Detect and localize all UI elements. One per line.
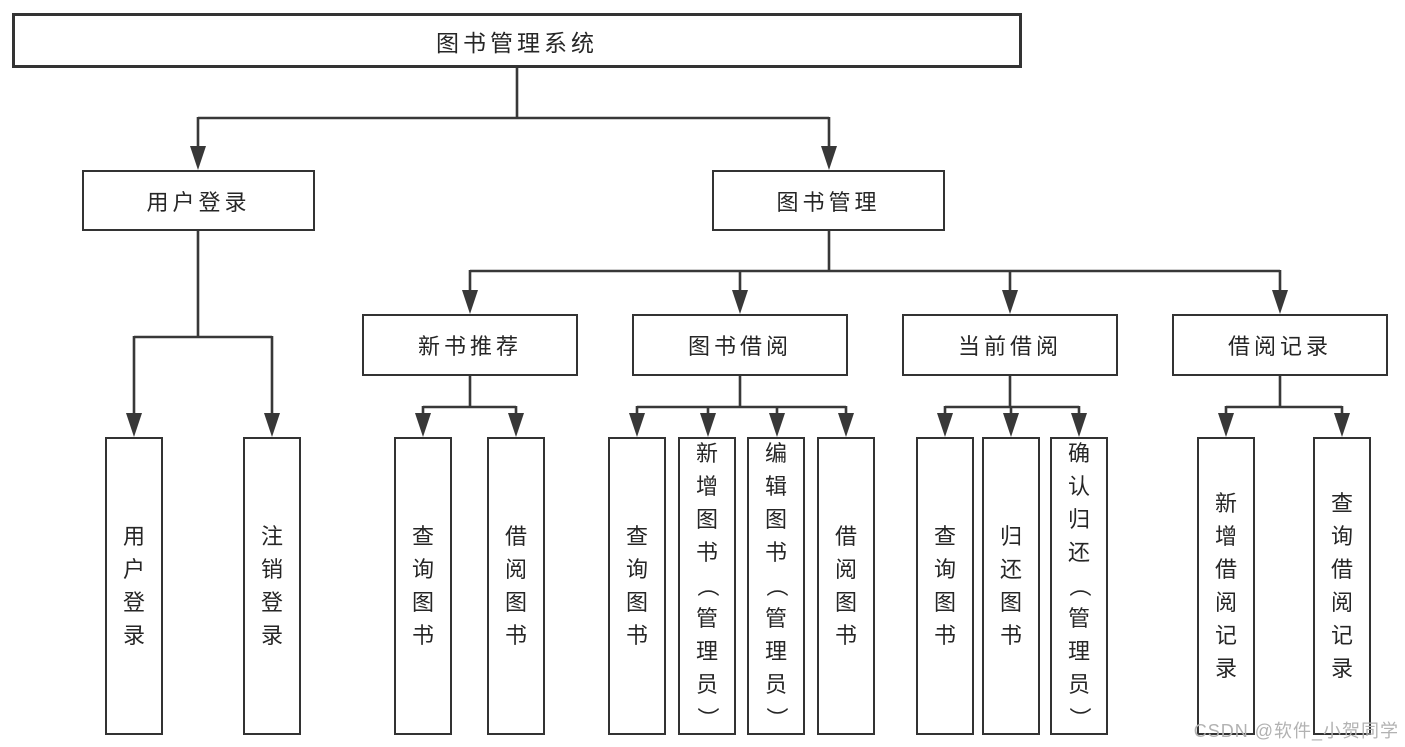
leaf-query-books-current: 查询图书 bbox=[916, 437, 974, 735]
leaf-query-books-borrowing: 查询图书 bbox=[608, 437, 666, 735]
leaf-label: 用户登录 bbox=[123, 523, 146, 648]
leaf-query-borrow-record: 查询借阅记录 bbox=[1313, 437, 1371, 735]
leaf-query-books-recommend: 查询图书 bbox=[394, 437, 452, 735]
node-book-borrowing: 图书借阅 bbox=[632, 314, 848, 376]
csdn-watermark: CSDN @软件_小贺同学 bbox=[1193, 721, 1399, 741]
node-user-login-branch: 用户登录 bbox=[82, 170, 315, 231]
node-new-book-recommend: 新书推荐 bbox=[362, 314, 578, 376]
leaf-label: 编辑图书（管理员） bbox=[764, 441, 789, 730]
leaf-label: 借阅图书 bbox=[835, 523, 858, 648]
leaf-label: 查询图书 bbox=[934, 523, 957, 648]
node-label: 借阅记录 bbox=[1227, 334, 1332, 359]
node-label: 图书借阅 bbox=[687, 334, 792, 359]
leaf-logout: 注销登录 bbox=[243, 437, 301, 735]
leaf-label: 归还图书 bbox=[1000, 523, 1023, 648]
leaf-user-login: 用户登录 bbox=[105, 437, 163, 735]
node-current-borrowing: 当前借阅 bbox=[902, 314, 1118, 376]
node-label: 用户登录 bbox=[146, 189, 251, 215]
leaf-label: 注销登录 bbox=[261, 523, 284, 648]
leaf-add-borrow-record: 新增借阅记录 bbox=[1197, 437, 1255, 735]
node-book-management: 图书管理 bbox=[712, 170, 945, 231]
arrowheads bbox=[126, 146, 1350, 437]
leaf-confirm-return-admin: 确认归还（管理员） bbox=[1050, 437, 1108, 735]
node-label: 当前借阅 bbox=[957, 334, 1062, 359]
leaf-add-books-admin: 新增图书（管理员） bbox=[678, 437, 736, 735]
leaf-label: 新增图书（管理员） bbox=[695, 441, 720, 730]
leaf-borrow-books-recommend: 借阅图书 bbox=[487, 437, 545, 735]
node-library-system: 图书管理系统 bbox=[12, 13, 1022, 68]
leaf-return-books: 归还图书 bbox=[982, 437, 1040, 735]
leaf-label: 查询借阅记录 bbox=[1331, 490, 1354, 681]
leaf-label: 借阅图书 bbox=[505, 523, 528, 648]
leaf-borrow-books: 借阅图书 bbox=[817, 437, 875, 735]
leaf-label: 确认归还（管理员） bbox=[1067, 441, 1092, 730]
leaf-edit-books-admin: 编辑图书（管理员） bbox=[747, 437, 805, 735]
node-borrowing-records: 借阅记录 bbox=[1172, 314, 1388, 376]
leaf-label: 查询图书 bbox=[412, 523, 435, 648]
tree-edges bbox=[132, 68, 1344, 418]
node-label: 新书推荐 bbox=[417, 334, 522, 359]
node-label: 图书管理系统 bbox=[436, 29, 598, 56]
node-label: 图书管理 bbox=[776, 189, 881, 215]
leaf-label: 查询图书 bbox=[626, 523, 649, 648]
leaf-label: 新增借阅记录 bbox=[1215, 490, 1238, 681]
